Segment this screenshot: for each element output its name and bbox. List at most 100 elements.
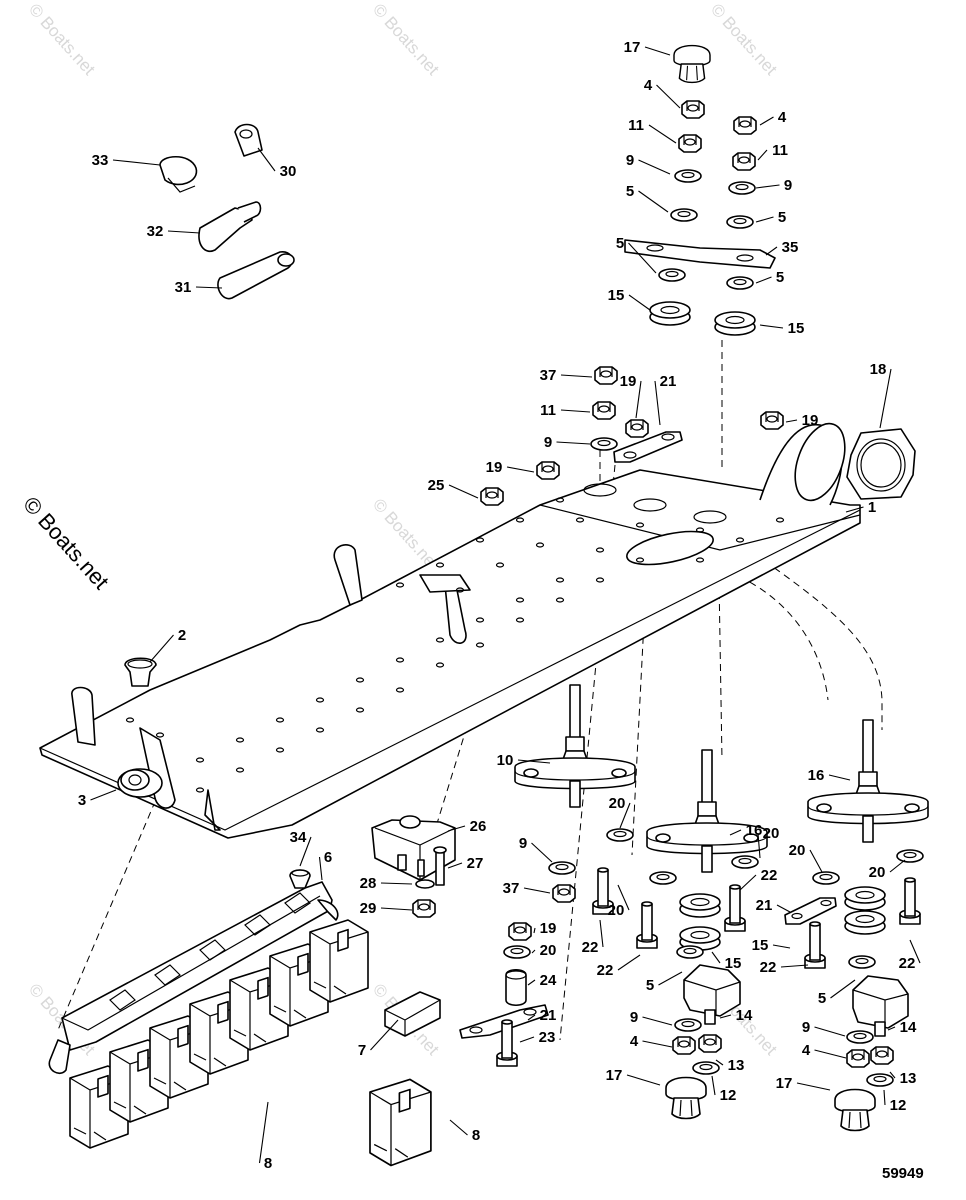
callout-33: 33 xyxy=(92,152,109,169)
plate-hole xyxy=(575,517,585,523)
callout-19: 19 xyxy=(540,920,557,937)
callout-22: 22 xyxy=(582,939,599,956)
plate-hole xyxy=(695,557,705,563)
plate-hole xyxy=(395,657,405,663)
plate-hole xyxy=(155,732,165,738)
callout-leader xyxy=(711,1075,716,1096)
callout-20: 20 xyxy=(869,864,886,881)
plate-hole xyxy=(635,557,645,563)
callout-leader xyxy=(167,230,201,234)
callout-leader xyxy=(780,964,809,968)
callout-4: 4 xyxy=(802,1042,811,1059)
callout-30: 30 xyxy=(280,163,297,180)
callout-leader xyxy=(560,409,591,413)
callout-3: 3 xyxy=(78,792,86,809)
callout-leader xyxy=(531,949,536,954)
callout-leader xyxy=(814,1049,847,1059)
plate-hole xyxy=(695,527,705,533)
callout-37: 37 xyxy=(503,880,520,897)
callout-leader xyxy=(830,979,856,999)
plate-hole xyxy=(435,562,445,568)
plate-hole xyxy=(355,707,365,713)
callout-leader xyxy=(318,856,323,881)
callout-leader xyxy=(644,46,671,56)
callout-leader xyxy=(772,944,791,949)
plate-hole xyxy=(495,562,505,568)
callout-9: 9 xyxy=(802,1019,810,1036)
grommet-nut xyxy=(846,428,916,500)
plate-hole xyxy=(435,637,445,643)
plate-hole xyxy=(555,577,565,583)
callout-leader xyxy=(889,1071,896,1079)
callout-23: 23 xyxy=(539,1029,556,1046)
plate-hole xyxy=(475,617,485,623)
callout-20: 20 xyxy=(540,942,557,959)
callout-21: 21 xyxy=(756,897,773,914)
callout-leader xyxy=(523,887,551,894)
callout-leader xyxy=(654,380,661,426)
callout-leader xyxy=(531,842,553,863)
plate-hole xyxy=(515,617,525,623)
callout-35: 35 xyxy=(782,239,799,256)
plate-hole xyxy=(435,662,445,668)
callout-20: 20 xyxy=(763,825,780,842)
callout-leader xyxy=(447,825,466,832)
callout-8: 8 xyxy=(264,1155,272,1172)
callout-leader xyxy=(809,849,823,873)
plate-hole xyxy=(735,537,745,543)
plate-hole xyxy=(275,747,285,753)
callout-5: 5 xyxy=(778,209,786,226)
callout-32: 32 xyxy=(147,223,164,240)
watermark: © Boats.net xyxy=(25,0,99,79)
callout-leader xyxy=(506,466,535,473)
plate-hole xyxy=(515,597,525,603)
plate-hole xyxy=(275,717,285,723)
plate-hole xyxy=(775,517,785,523)
callout-leader xyxy=(527,1014,536,1021)
callout-leader xyxy=(617,954,641,971)
callout-37: 37 xyxy=(540,367,557,384)
plate-hole xyxy=(555,497,565,503)
callout-14: 14 xyxy=(736,1007,753,1024)
callout-leader xyxy=(757,832,761,859)
callout-12: 12 xyxy=(720,1087,737,1104)
plate-hole xyxy=(555,597,565,603)
callout-leader xyxy=(658,971,683,986)
callout-28: 28 xyxy=(360,875,377,892)
callout-27: 27 xyxy=(467,855,484,872)
mounting-plate xyxy=(39,422,861,839)
callout-29: 29 xyxy=(360,900,377,917)
callout-leader xyxy=(380,882,413,885)
callout-15: 15 xyxy=(725,955,742,972)
callout-leader xyxy=(447,862,463,869)
callout-leader xyxy=(715,1059,724,1066)
callout-leader xyxy=(599,919,604,948)
callout-leader xyxy=(628,294,651,311)
callout-16: 16 xyxy=(808,767,825,784)
callout-leader xyxy=(879,368,892,429)
hardware xyxy=(117,44,784,798)
callout-9: 9 xyxy=(784,177,792,194)
plate-hole xyxy=(315,697,325,703)
callout-leader xyxy=(112,159,161,166)
callout-25: 25 xyxy=(428,477,445,494)
watermark: © Boats.net xyxy=(369,0,443,79)
callout-leader xyxy=(765,246,778,256)
callout-leader xyxy=(755,184,780,189)
callout-leader xyxy=(785,419,798,423)
callout-9: 9 xyxy=(544,434,552,451)
callout-7: 7 xyxy=(358,1042,366,1059)
callout-leader xyxy=(619,802,631,829)
plate-hole xyxy=(195,787,205,793)
callout-leader xyxy=(729,829,742,836)
plate-hole xyxy=(475,642,485,648)
callout-5: 5 xyxy=(626,183,634,200)
callout-22: 22 xyxy=(760,959,777,976)
plate-hole xyxy=(395,687,405,693)
callout-22: 22 xyxy=(597,962,614,979)
callout-leader xyxy=(776,904,791,913)
callout-leader xyxy=(759,116,774,126)
